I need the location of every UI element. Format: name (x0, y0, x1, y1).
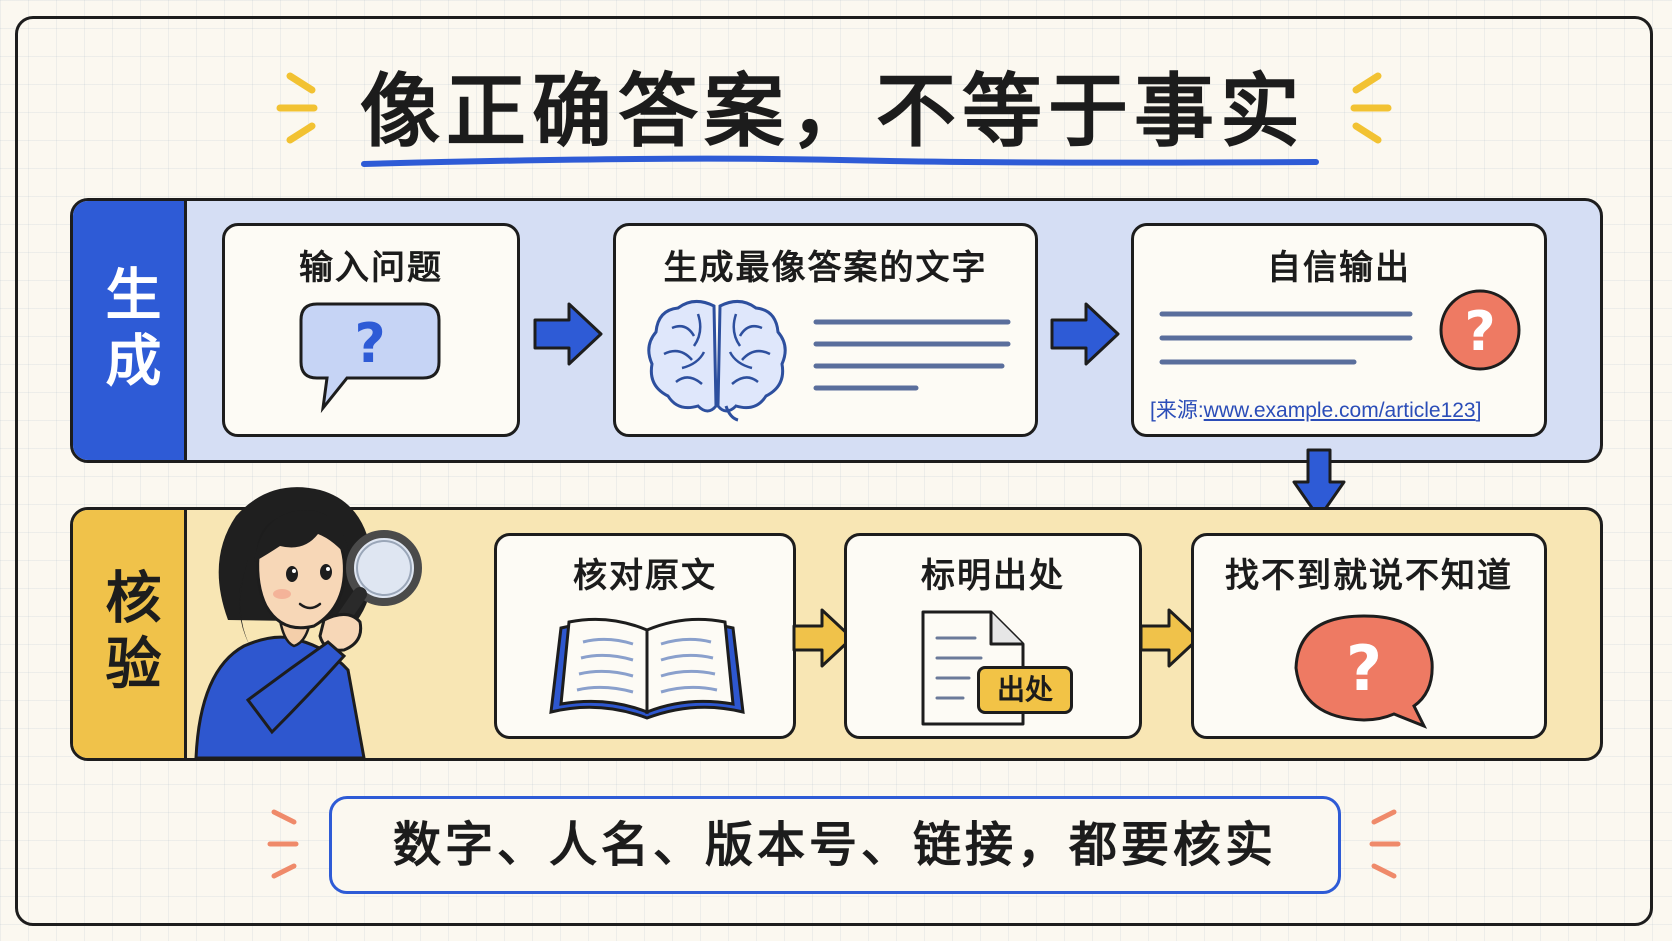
text-lines-icon (813, 319, 1011, 391)
note-spark-left-icon (267, 809, 299, 879)
svg-text:?: ? (1346, 632, 1382, 705)
step-card-input-question: 输入问题 ? (222, 223, 520, 437)
bottom-note: 数字、人名、版本号、链接，都要核实 (329, 796, 1341, 894)
svg-text:?: ? (1464, 300, 1495, 363)
arrow-right-icon (533, 302, 603, 366)
step-card-say-unknown: 找不到就说不知道 ? (1191, 533, 1547, 739)
person-with-magnifier-icon (194, 487, 422, 758)
source-tag: 出处 (977, 666, 1073, 714)
step-card-cite-source: 标明出处 出处 (844, 533, 1142, 739)
generate-band-label: 生成 (73, 201, 187, 460)
step-title: 输入问题 (299, 248, 443, 288)
page-title: 像正确答案，不等于事实 (360, 65, 1306, 158)
red-question-circle-icon: ? (1439, 289, 1521, 371)
source-suffix: ] (1475, 399, 1482, 422)
step-title: 找不到就说不知道 (1225, 556, 1513, 596)
step-title: 标明出处 (921, 556, 1065, 596)
note-spark-right-icon (1369, 809, 1401, 879)
title-underline (361, 155, 1319, 167)
red-question-bubble-icon: ? (1294, 614, 1434, 729)
source-prefix: [来源: (1150, 399, 1204, 422)
brain-icon (647, 300, 787, 422)
step-card-confident-output: 自信输出 ? [来源:www.example.com/article123] (1131, 223, 1547, 437)
source-link[interactable]: www.example.com/article123 (1203, 399, 1476, 422)
question-bubble-icon: ? (299, 302, 441, 414)
step-title: 自信输出 (1267, 248, 1411, 288)
arrow-right-icon (1139, 608, 1201, 668)
title-spark-right-icon (1350, 72, 1392, 144)
source-citation: [来源:www.example.com/article123] (1150, 394, 1530, 424)
open-book-icon (549, 617, 745, 720)
text-lines-icon (1159, 311, 1413, 365)
step-title: 核对原文 (573, 556, 717, 596)
step-title: 生成最像答案的文字 (663, 248, 988, 288)
step-card-generate-text: 生成最像答案的文字 (613, 223, 1038, 437)
verify-band-label: 核验 (73, 510, 187, 758)
arrow-right-icon (1050, 302, 1120, 366)
svg-text:?: ? (354, 312, 385, 375)
step-card-check-original: 核对原文 (494, 533, 796, 739)
title-spark-left-icon (276, 72, 318, 144)
arrow-right-icon (792, 608, 854, 668)
diagram-frame (15, 16, 1653, 926)
arrow-down-icon (1292, 448, 1346, 520)
